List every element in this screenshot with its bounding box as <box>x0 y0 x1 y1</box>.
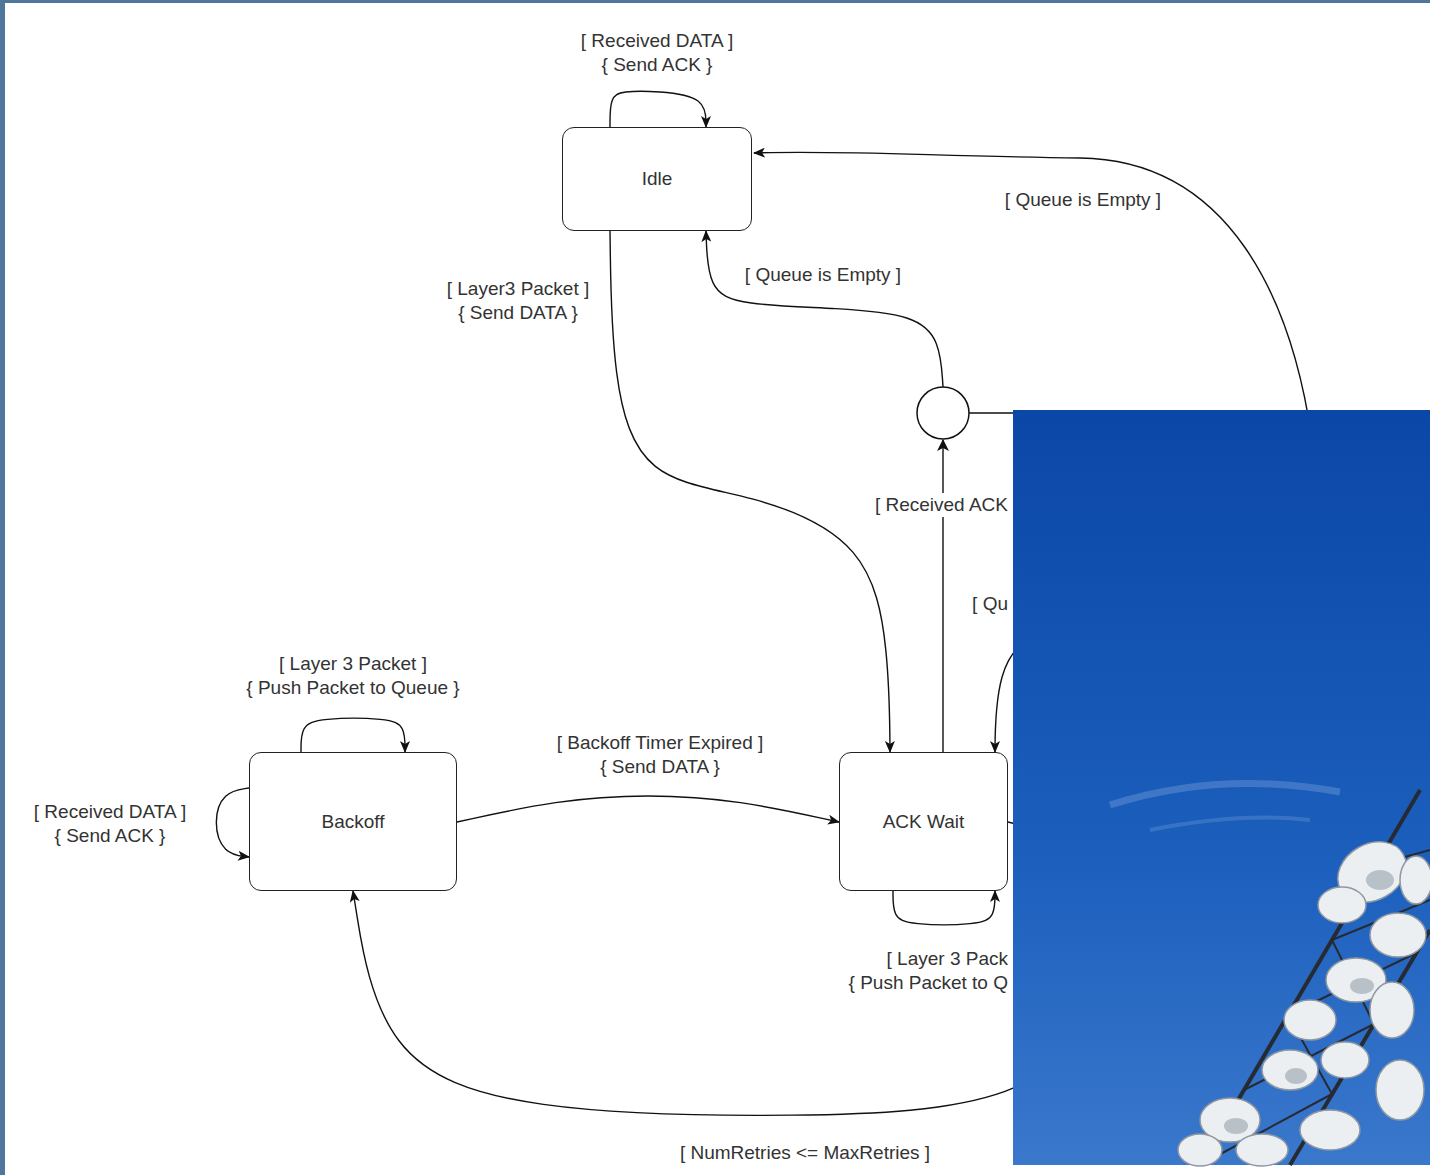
label-line: [ Received ACK <box>875 493 1008 517</box>
window-frame <box>0 0 5 1175</box>
label-line: [ Received DATA ] <box>34 800 186 824</box>
label-holder: [ Layer 3 Pack { Push Packet to Q <box>847 947 1010 995</box>
cloud-wisp <box>1110 784 1340 805</box>
connector-group <box>216 91 1102 1115</box>
state-name: Idle <box>642 167 673 191</box>
tower-leg <box>1290 930 1430 1165</box>
transition-arrow <box>893 891 995 925</box>
label-line: [ Layer 3 Packet ] <box>246 652 459 676</box>
transition-label: [ Received DATA ] { Send ACK } <box>579 29 735 77</box>
label-line: [ NumRetries <= MaxRetries ] <box>680 1141 930 1165</box>
label-holder: [ Queue is Empty ] <box>1003 188 1163 212</box>
label-holder: [ Layer 3 Packet ] { Push Packet to Queu… <box>244 652 461 700</box>
dish-antenna <box>1178 1134 1222 1166</box>
dish-shadow <box>1285 1068 1307 1084</box>
transition-label: [ Queue is Empty ] <box>743 263 903 287</box>
transition-arrow <box>457 796 839 822</box>
dish-antenna <box>1400 856 1430 904</box>
label-line: [ Queue is Empty ] <box>1005 188 1161 212</box>
label-holder: [ Qu <box>970 592 1010 616</box>
dish-shadow <box>1224 1118 1248 1134</box>
label-holder: [ Queue is Empty ] <box>743 263 903 287</box>
dish-antenna <box>1236 1134 1288 1166</box>
label-holder: [ Received DATA ] { Send ACK } <box>32 800 188 848</box>
transition-label: [ NumRetries <= MaxRetries ] <box>678 1141 932 1165</box>
transition-arrow <box>610 91 706 127</box>
label-line: [ Layer3 Packet ] <box>447 277 590 301</box>
label-line: [ Layer 3 Pack <box>849 947 1008 971</box>
guard-label: [ Qu <box>970 592 1010 616</box>
transition-arrow <box>216 788 249 857</box>
label-line: [ Queue is Empty ] <box>745 263 901 287</box>
label-line: { Push Packet to Queue } <box>246 676 459 700</box>
label-holder: [ Layer3 Packet ] { Send DATA } <box>445 277 592 325</box>
cloud-wisp <box>1150 818 1310 830</box>
sky-background <box>1013 410 1430 1165</box>
arrow-head <box>937 439 949 451</box>
transition-label: [ Layer 3 Packet ] { Push Packet to Queu… <box>244 652 461 700</box>
label-line: [ Received DATA ] <box>581 29 733 53</box>
label-holder: [ Backoff Timer Expired ] { Send DATA } <box>555 731 766 779</box>
guard-label: [ Queue is Empty ] <box>1003 188 1163 212</box>
label-line: { Push Packet to Q <box>849 971 1008 995</box>
transition-label: [ Layer 3 Pack { Push Packet to Q <box>847 947 1010 995</box>
label-line: { Send ACK } <box>34 824 186 848</box>
dish-shadows <box>1224 870 1394 1134</box>
choice-junction <box>917 387 969 439</box>
dish-antenna <box>1370 982 1414 1038</box>
dish-antenna <box>1376 1060 1424 1120</box>
state-box: Idle <box>562 127 752 231</box>
window-frame <box>0 0 1430 3</box>
label-line: [ Qu <box>972 592 1008 616</box>
dish-antenna <box>1284 1000 1336 1040</box>
label-line: { Send DATA } <box>557 755 764 779</box>
transition-arrow <box>301 718 405 752</box>
label-holder: [ Received DATA ] { Send ACK } <box>579 29 735 77</box>
dish-antennas <box>1178 830 1430 1166</box>
label-line: { Send ACK } <box>581 53 733 77</box>
guard-label: [ Received ACK <box>873 493 1010 517</box>
state-box: ACK Wait <box>839 752 1008 891</box>
transition-arrow <box>706 231 943 752</box>
transition-label: [ Layer3 Packet ] { Send DATA } <box>445 277 592 325</box>
label-holder: [ Received ACK <box>873 493 1010 517</box>
dish-shadow <box>1350 978 1374 994</box>
label-line: { Send DATA } <box>447 301 590 325</box>
state-name: ACK Wait <box>883 810 965 834</box>
tower-lattice <box>1200 790 1430 1165</box>
transition-label: [ Backoff Timer Expired ] { Send DATA } <box>555 731 766 779</box>
transition-label: [ Received DATA ] { Send ACK } <box>32 800 188 848</box>
dish-antenna <box>1321 1042 1369 1078</box>
label-holder: [ NumRetries <= MaxRetries ] <box>678 1141 932 1165</box>
dish-shadow <box>1366 870 1394 890</box>
dish-antenna <box>1318 887 1366 923</box>
dish-antenna <box>1370 913 1426 957</box>
tower-photo <box>1013 410 1430 1166</box>
dish-antenna <box>1262 1050 1318 1090</box>
state-box: Backoff <box>249 752 457 891</box>
label-line: [ Backoff Timer Expired ] <box>557 731 764 755</box>
transition-line <box>754 152 1312 440</box>
dish-antenna <box>1300 1110 1360 1150</box>
state-name: Backoff <box>321 810 384 834</box>
